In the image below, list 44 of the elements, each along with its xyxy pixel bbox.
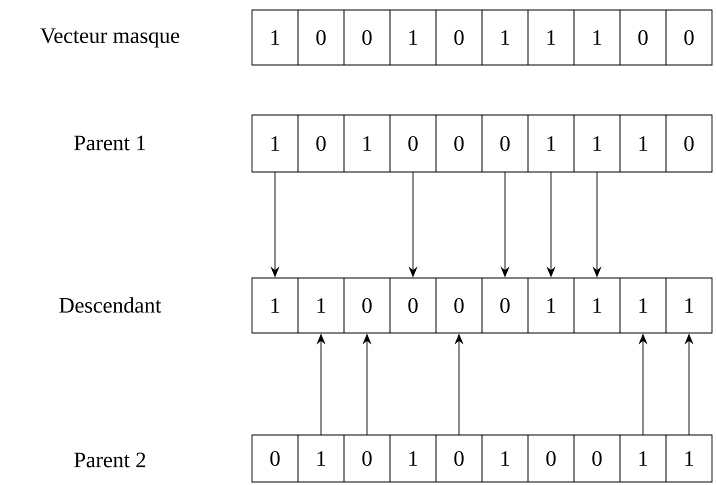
bit-cell: 0 <box>482 114 528 172</box>
bit-cell: 0 <box>344 278 390 334</box>
bit-cell: 0 <box>436 278 482 334</box>
bit-cell: 0 <box>344 10 390 66</box>
bit-cell: 0 <box>344 434 390 482</box>
bit-cell: 1 <box>298 278 344 334</box>
bit-cell: 0 <box>620 10 666 66</box>
row-label: Descendant <box>59 297 162 313</box>
bit-cell: 0 <box>482 278 528 334</box>
bit-cell: 1 <box>482 10 528 66</box>
bit-cell: 1 <box>344 114 390 172</box>
bit-cell: 0 <box>666 10 712 66</box>
bit-cell: 1 <box>574 10 620 66</box>
bit-cell: 1 <box>390 10 436 66</box>
bit-cell: 1 <box>252 278 298 334</box>
row-label: Vecteur masque <box>40 28 180 48</box>
bit-cell: 1 <box>252 10 298 66</box>
bit-cell: 1 <box>298 434 344 482</box>
bit-cell: 1 <box>574 114 620 172</box>
row-label: Parent 1 <box>74 136 146 150</box>
bit-cell: 0 <box>298 10 344 66</box>
bit-cell: 0 <box>252 434 298 482</box>
bit-cell: 0 <box>436 434 482 482</box>
bit-cell: 1 <box>620 278 666 334</box>
row-label: Parent 2 <box>74 452 146 468</box>
bit-cell: 1 <box>620 114 666 172</box>
bit-cell: 0 <box>666 114 712 172</box>
bit-cell: 1 <box>666 434 712 482</box>
bit-cell: 0 <box>390 114 436 172</box>
bit-cell: 1 <box>528 10 574 66</box>
bit-cell: 0 <box>574 434 620 482</box>
bit-cell: 0 <box>528 434 574 482</box>
bit-cell: 1 <box>482 434 528 482</box>
bit-cell: 0 <box>390 278 436 334</box>
bit-cell: 0 <box>436 10 482 66</box>
bit-cell: 1 <box>252 114 298 172</box>
bit-cell: 1 <box>574 278 620 334</box>
bit-cell: 1 <box>620 434 666 482</box>
bit-cell: 0 <box>436 114 482 172</box>
bit-cell: 1 <box>666 278 712 334</box>
bit-cell: 1 <box>528 114 574 172</box>
bit-cell: 1 <box>528 278 574 334</box>
bit-cell: 1 <box>390 434 436 482</box>
bit-cell: 0 <box>298 114 344 172</box>
